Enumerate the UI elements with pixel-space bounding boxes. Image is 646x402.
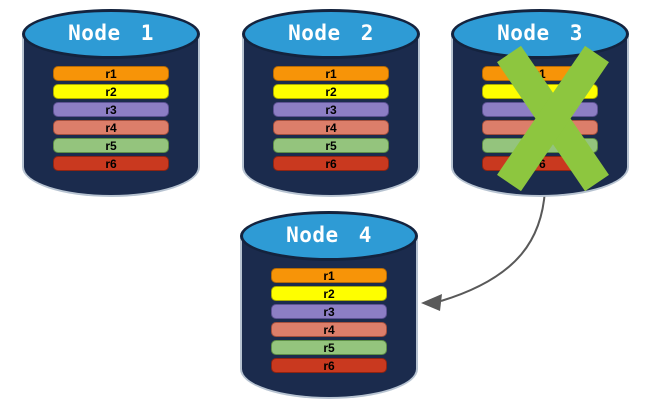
node-label: Node 4 [286,223,372,247]
replica-bar-r3: r3 [271,304,387,319]
replica-label: r2 [323,286,335,301]
replica-label: r1 [105,66,117,81]
replica-list: r1 r2 r3 r4 r5 r6 [271,268,387,373]
replica-bar-r4: r4 [271,322,387,337]
replica-label: r4 [323,322,335,337]
replica-label: r6 [534,156,546,171]
replica-label: r3 [105,102,117,117]
replica-label: r2 [105,84,117,99]
replica-label: r2 [325,84,337,99]
replica-bar-r4: r4 [53,120,169,135]
replica-bar-r2: r2 [53,84,169,99]
replica-label: r3 [323,304,335,319]
failover-arrowhead-icon [421,294,442,311]
replica-bar-r5: r5 [53,138,169,153]
database-node-node2: Node 2 r1 r2 r3 r4 r5 r6 [242,9,420,197]
replica-bar-r3: r3 [53,102,169,117]
replica-label: r3 [325,102,337,117]
replica-bar-r4: r4 [273,120,389,135]
replica-bar-r6: r6 [273,156,389,171]
replica-bar-r5: r5 [271,340,387,355]
replica-label: r1 [323,268,335,283]
node-label: Node 3 [497,21,583,45]
replica-label: r1 [534,66,546,81]
cylinder-top: Node 3 [451,9,629,59]
replica-bar-r2: r2 [271,286,387,301]
cylinder-top: Node 1 [22,9,200,59]
replica-list: r1 r2 r3 r4 r5 r6 [273,66,389,171]
replica-label: r4 [105,120,117,135]
replica-list: r1 r2 r3 r4 r5 r6 [53,66,169,171]
failover-arrow-line [440,189,546,302]
database-node-node1: Node 1 r1 r2 r3 r4 r5 r6 [22,9,200,197]
replica-bar-r1: r1 [271,268,387,283]
replica-label: r5 [105,138,117,153]
cross-icon [497,45,609,192]
replica-label: r5 [323,340,335,355]
replica-label: r6 [105,156,117,171]
replica-bar-r6: r6 [271,358,387,373]
replica-label: r6 [325,156,337,171]
replica-label: r6 [323,358,335,373]
replica-bar-r2: r2 [273,84,389,99]
database-node-node4: Node 4 r1 r2 r3 r4 r5 r6 [240,211,418,399]
replica-label: r4 [325,120,337,135]
replica-label: r5 [325,138,337,153]
replica-label: r1 [325,66,337,81]
cylinder-top: Node 2 [242,9,420,59]
replica-bar-r1: r1 [273,66,389,81]
replica-bar-r5: r5 [273,138,389,153]
replica-bar-r6: r6 [53,156,169,171]
node-label: Node 1 [68,21,154,45]
failover-arrow [421,189,546,311]
replica-bar-r3: r3 [273,102,389,117]
cylinder-top: Node 4 [240,211,418,261]
node-label: Node 2 [288,21,374,45]
replica-bar-r1: r1 [53,66,169,81]
